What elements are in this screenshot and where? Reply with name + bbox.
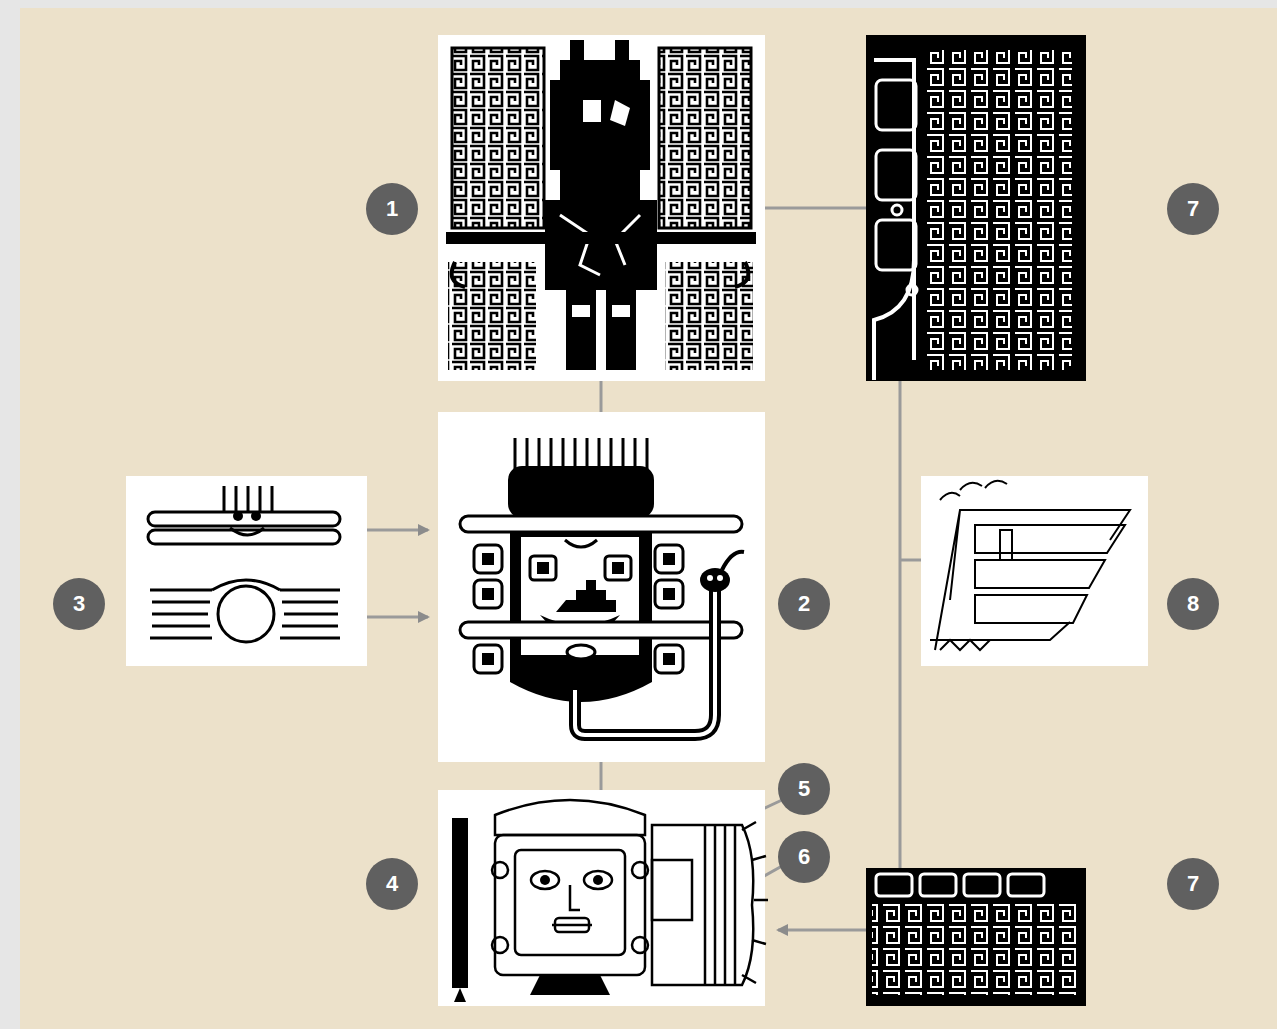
callout-number: 1 [366, 183, 418, 235]
callout-number: 2 [778, 578, 830, 630]
callout-number: 5 [778, 763, 830, 815]
callout-number: 7 [1167, 183, 1219, 235]
callout-number: 3 [53, 578, 105, 630]
callout-number: 6 [778, 831, 830, 883]
callout-number: 8 [1167, 578, 1219, 630]
callout-number: 4 [366, 858, 418, 910]
callout-number: 7 [1167, 858, 1219, 910]
